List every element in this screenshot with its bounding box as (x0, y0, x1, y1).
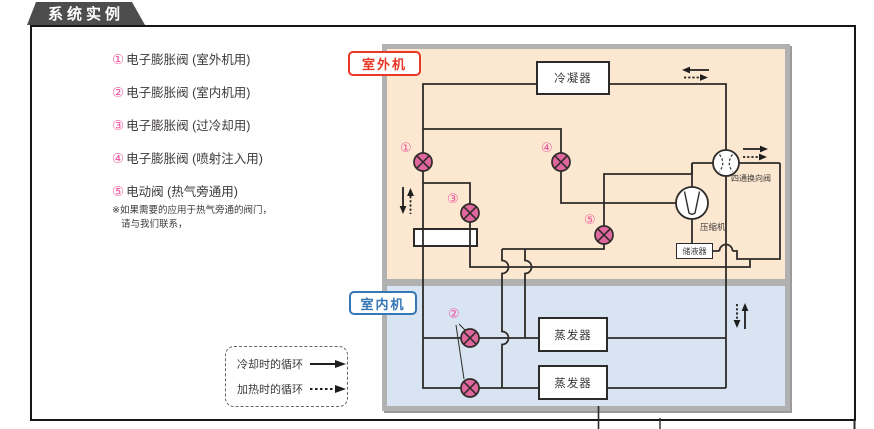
arrow-top-solid-left (682, 66, 709, 74)
accumulator-label: 储液器 (682, 246, 707, 256)
pipe-injection-to-compressor (560, 171, 676, 204)
footnote-line2: 请与我们联系， (121, 219, 188, 231)
pipe-condenser-to-fourway (610, 83, 727, 150)
item-label: 电子膨胀阀 (室内机用) (126, 86, 251, 100)
condenser-box: 冷凝器 (536, 61, 610, 95)
section-title: 系统实例 (47, 6, 124, 23)
pipe-lines (422, 83, 781, 389)
valve5-number: ⑤ (584, 212, 596, 227)
legend-heating-label: 加热时的循环 (237, 384, 303, 396)
pipe-condenser-to-valve1 (422, 83, 536, 153)
section-title-tab: 系统实例 (27, 2, 145, 25)
pipe-subcool-return (469, 222, 751, 268)
four-way-valve-label: 四通换向阀 (731, 174, 771, 183)
arrow-left-dotted-up (407, 188, 414, 214)
footnote: ※如果需要的应用于热气旁通的阀门， 请与我们联系， (112, 204, 272, 233)
pipe-to-evap2-injection (501, 249, 510, 388)
four-way-valve-symbol (712, 149, 740, 177)
item-number-badge: ③ (112, 118, 125, 133)
evaporator1-label: 蒸发器 (554, 329, 592, 342)
item-label: 电子膨胀阀 (室外机用) (126, 53, 251, 67)
legend-heating-row: 加热时的循环 (237, 381, 347, 397)
item-number-badge: ⑤ (112, 184, 125, 199)
evaporator1-box: 蒸发器 (538, 317, 608, 352)
flow-arrows (399, 66, 768, 329)
pipe-liquid-main-vertical (422, 171, 538, 389)
arrow-left-solid-down (399, 187, 407, 214)
item-label: 电子膨胀阀 (过冷却用) (126, 119, 251, 133)
valve4-number: ④ (541, 140, 553, 155)
arrow-fourway-dotted-right (743, 153, 767, 161)
valve-symbols (413, 152, 614, 398)
item-number-badge: ① (112, 52, 125, 67)
arrow-top-dotted-right (684, 74, 708, 81)
outdoor-unit-badge: 室外机 (348, 51, 421, 76)
valve1-number: ① (400, 140, 412, 155)
evaporator2-box: 蒸发器 (538, 365, 608, 400)
compressor-symbol (675, 186, 709, 220)
condenser-label: 冷凝器 (554, 73, 592, 85)
valve-2a (460, 328, 480, 348)
valve-1 (413, 152, 433, 172)
indoor-unit-label: 室内机 (360, 296, 406, 312)
indoor-unit-badge: 室内机 (349, 291, 417, 315)
valve2-pointer-lines (455, 323, 466, 380)
item-label: 电子膨胀阀 (喷射注入用) (126, 152, 263, 166)
legend-box: 冷却时的循环 加热时的循环 (225, 346, 348, 407)
valve3-number: ③ (447, 191, 459, 206)
compressor-label: 压缩机 (700, 222, 726, 232)
cropped-next-section-lines (597, 406, 856, 429)
valve-2b (460, 378, 480, 398)
pipe-valve5-down (502, 244, 605, 250)
dotted-arrow-icon (310, 385, 346, 393)
pipe-branch-to-valve3 (423, 182, 471, 204)
item-number-badge: ② (112, 85, 125, 100)
pipe-branch-to-valve4 (423, 128, 562, 153)
outdoor-unit-label: 室外机 (361, 57, 407, 72)
item-number-badge: ④ (112, 151, 125, 166)
arrow-indoor-dotted-down (733, 304, 741, 328)
legend-cooling-label: 冷却时的循环 (237, 359, 303, 371)
valve-5 (594, 225, 614, 245)
valve2-number: ② (448, 306, 460, 321)
item-label: 电动阀 (热气旁通用) (126, 185, 238, 199)
legend-cooling-row: 冷却时的循环 (237, 356, 347, 372)
arrow-fourway-solid-right (743, 145, 768, 153)
pipe-to-evap1-injection (524, 249, 533, 338)
accumulator-box: 储液器 (676, 243, 713, 259)
footnote-line1: ※如果需要的应用于热气旁通的阀门， (112, 205, 272, 216)
solid-arrow-icon (310, 360, 346, 368)
subcooler-box (413, 228, 478, 247)
valve-4 (551, 152, 571, 172)
arrow-indoor-solid-up (741, 303, 749, 329)
valve-3 (460, 203, 480, 223)
evaporator2-label: 蒸发器 (554, 377, 592, 390)
